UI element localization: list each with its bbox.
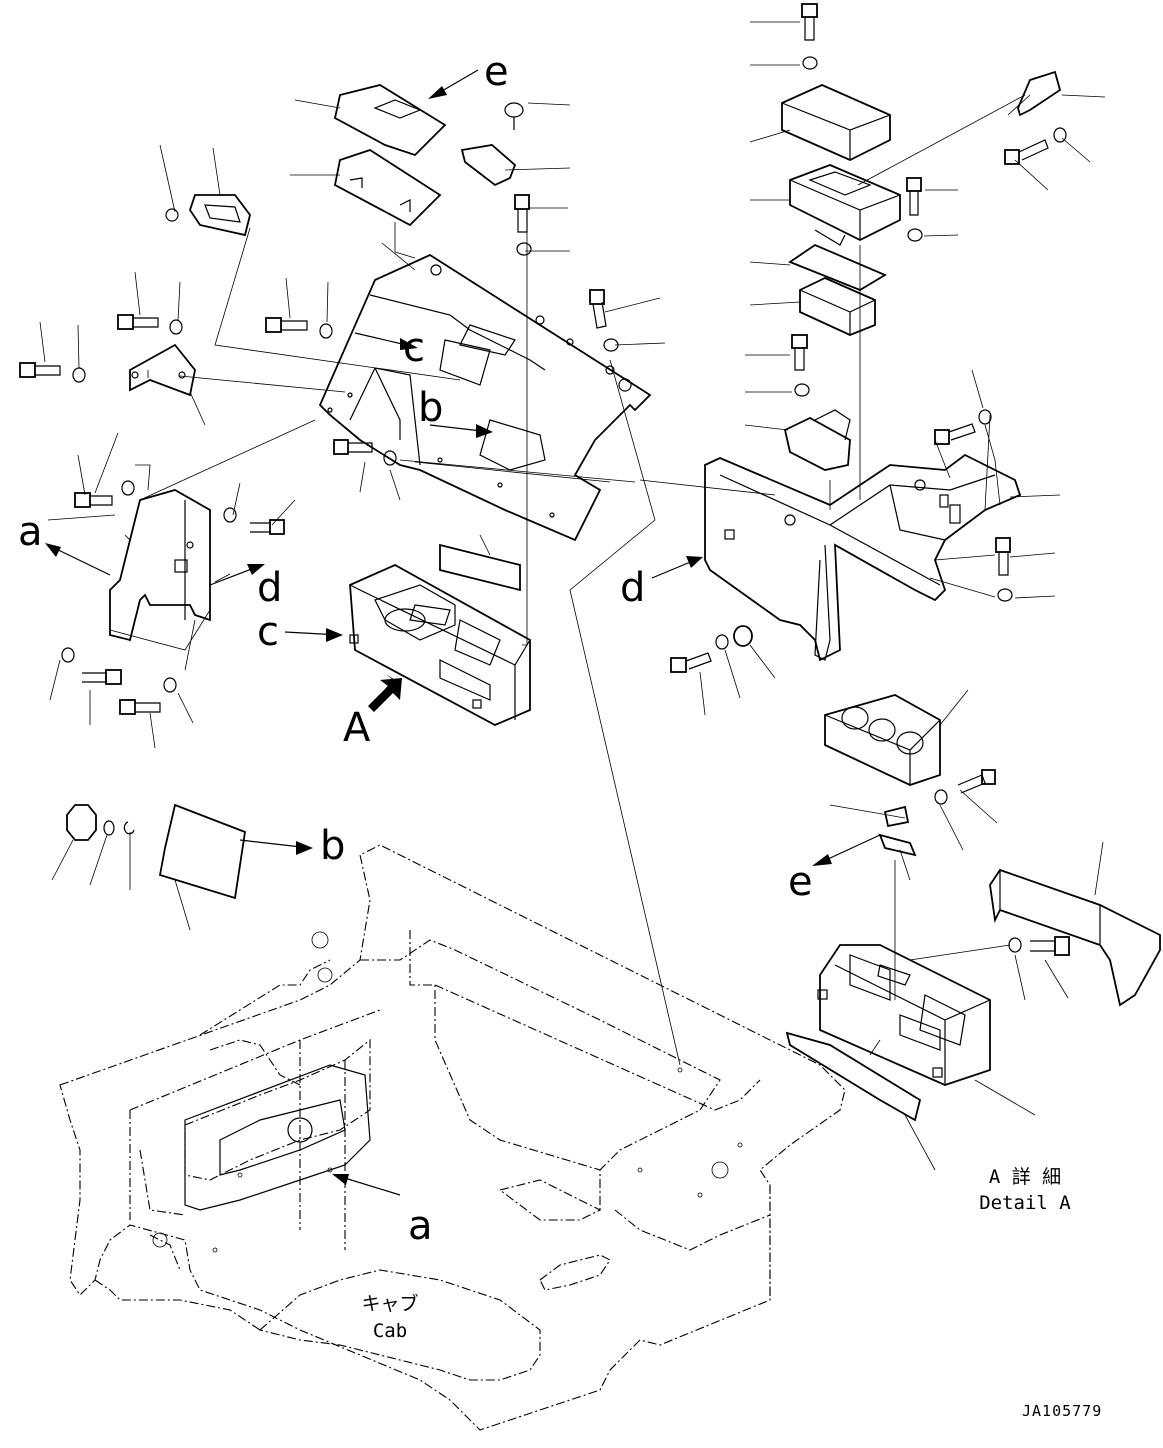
callout-d-left: d [257,565,283,611]
side-plate-left [61,480,285,715]
callout-e-top: e [484,49,509,95]
callout-c-upper: c [403,325,425,371]
callout-a-left: a [18,509,43,555]
callout-b-upper: b [418,385,444,431]
cab-caption-en: Cab [372,1320,408,1342]
drawing-code: JA105779 [1022,1402,1103,1420]
callout-d-right: d [620,565,646,611]
clip-and-bolts [878,769,1070,956]
console-box-detail [785,868,1161,1122]
detail-a-caption-jp: A 詳 細 [988,1166,1062,1188]
callout-e-lower: e [788,859,813,905]
callout-view-a: A [343,705,371,751]
bolt-washer-set-left [19,314,397,466]
cap-washer-plate [66,803,246,900]
cab-frame-phantom [59,844,846,1431]
cab-rear-panel [184,1064,371,1211]
small-bracket [129,343,196,397]
mounting-frame-right [670,453,1022,673]
console-box-upper [349,543,531,726]
callout-c-lower: c [257,609,279,655]
callout-b-lower: b [320,823,346,869]
front-panel-bracket [318,253,652,542]
cab-caption-jp: キャブ [361,1293,419,1315]
right-stack-parts [781,3,1067,602]
callout-a-cab: a [408,1203,433,1249]
detail-a-caption-en: Detail A [979,1192,1071,1214]
cup-holder [824,694,941,786]
leader-lines [39,21,1106,1171]
callout-arrows [45,69,881,1196]
top-cover-plates [165,84,517,237]
